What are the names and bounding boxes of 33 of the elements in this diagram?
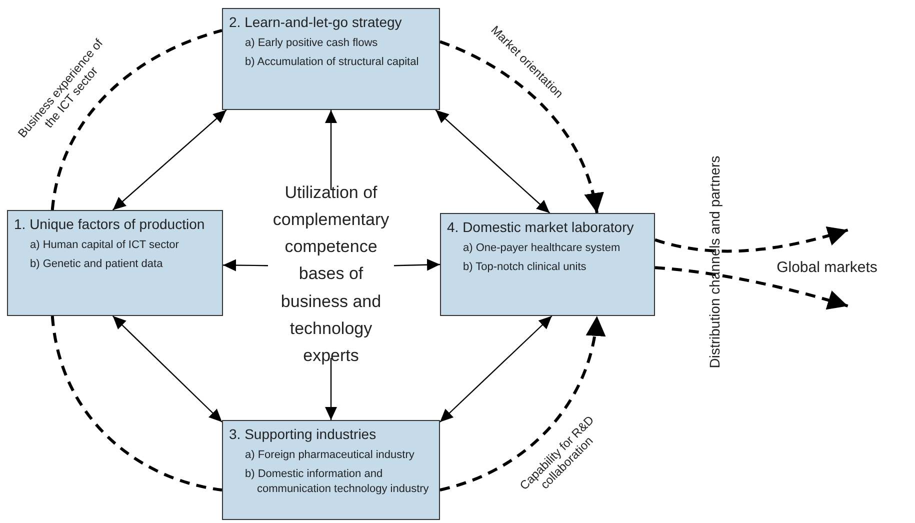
list-item: b) Accumulation of structural capital	[245, 55, 420, 70]
connector-line	[50, 316, 222, 492]
arrow	[223, 259, 268, 272]
arrow	[435, 110, 550, 214]
arrow	[394, 258, 440, 271]
arrow	[654, 266, 848, 310]
arrow	[112, 110, 227, 210]
list-item: a) Early positive cash flows	[245, 36, 379, 50]
list-item: b) Top-notch clinical units	[463, 260, 588, 275]
factor-box	[7, 210, 223, 316]
list-item: b) Domestic information and communication technology industry	[245, 467, 430, 496]
box-heading: 1. Unique factors of production	[14, 216, 206, 232]
list-item: a) Foreign pharmaceutical industry	[245, 448, 416, 462]
box-heading: 3. Supporting industries	[229, 426, 378, 442]
list-item: a) Human capital of ICT sector	[30, 238, 180, 252]
list-item: a) One-payer healthcare system	[463, 241, 622, 256]
node-text: Global markets	[776, 259, 878, 277]
arrow	[440, 316, 605, 492]
box-heading: 4. Domestic market laboratory	[447, 219, 635, 235]
node-text: Utilization of complementary competence bases of business and technology experts	[272, 182, 390, 367]
channel-label: Distribution channels and partners	[706, 156, 724, 368]
arrow	[325, 110, 337, 190]
arrow	[440, 316, 552, 422]
arrow	[654, 226, 848, 253]
list-item: b) Genetic and patient data	[30, 257, 164, 272]
arrow	[325, 358, 337, 420]
connector-line	[50, 29, 222, 210]
arrow	[439, 40, 603, 214]
factor-box	[440, 213, 655, 316]
arrow	[112, 316, 222, 422]
factor-box	[222, 420, 440, 520]
factor-box	[222, 8, 440, 110]
box-heading: 2. Learn-and-let-go strategy	[229, 14, 403, 30]
